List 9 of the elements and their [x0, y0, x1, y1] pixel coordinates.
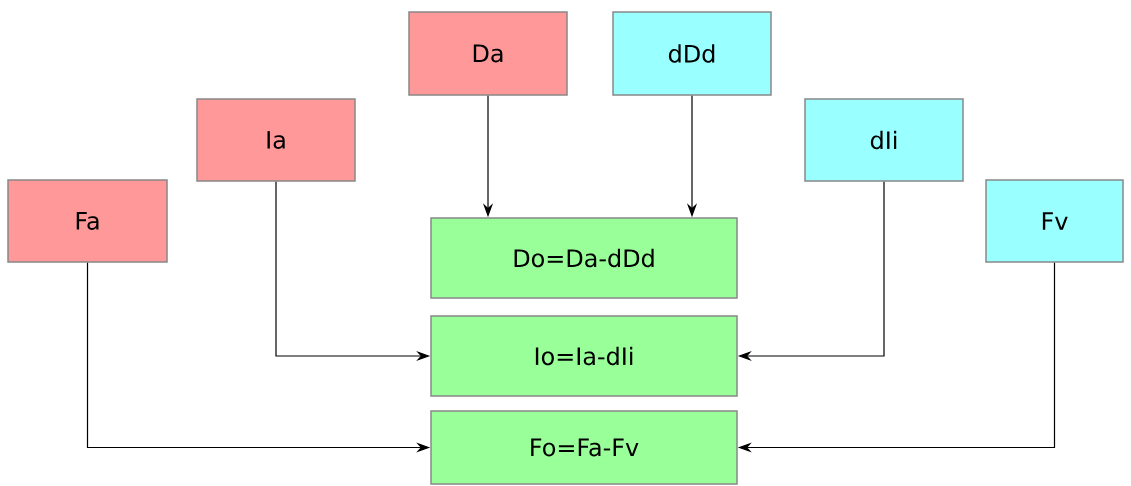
formula-box: Fa — [7, 179, 168, 263]
formula-box: Fo=Fa-Fv — [430, 410, 738, 485]
formula-box: dDd — [612, 11, 772, 96]
formula-box: Io=Ia-dIi — [430, 315, 738, 397]
formula-box: Ia — [196, 98, 356, 182]
formula-box: Da — [408, 11, 568, 96]
formula-box: Do=Da-dDd — [430, 217, 738, 299]
formula-box: dIi — [804, 98, 964, 182]
formula-box: Fv — [985, 179, 1124, 263]
